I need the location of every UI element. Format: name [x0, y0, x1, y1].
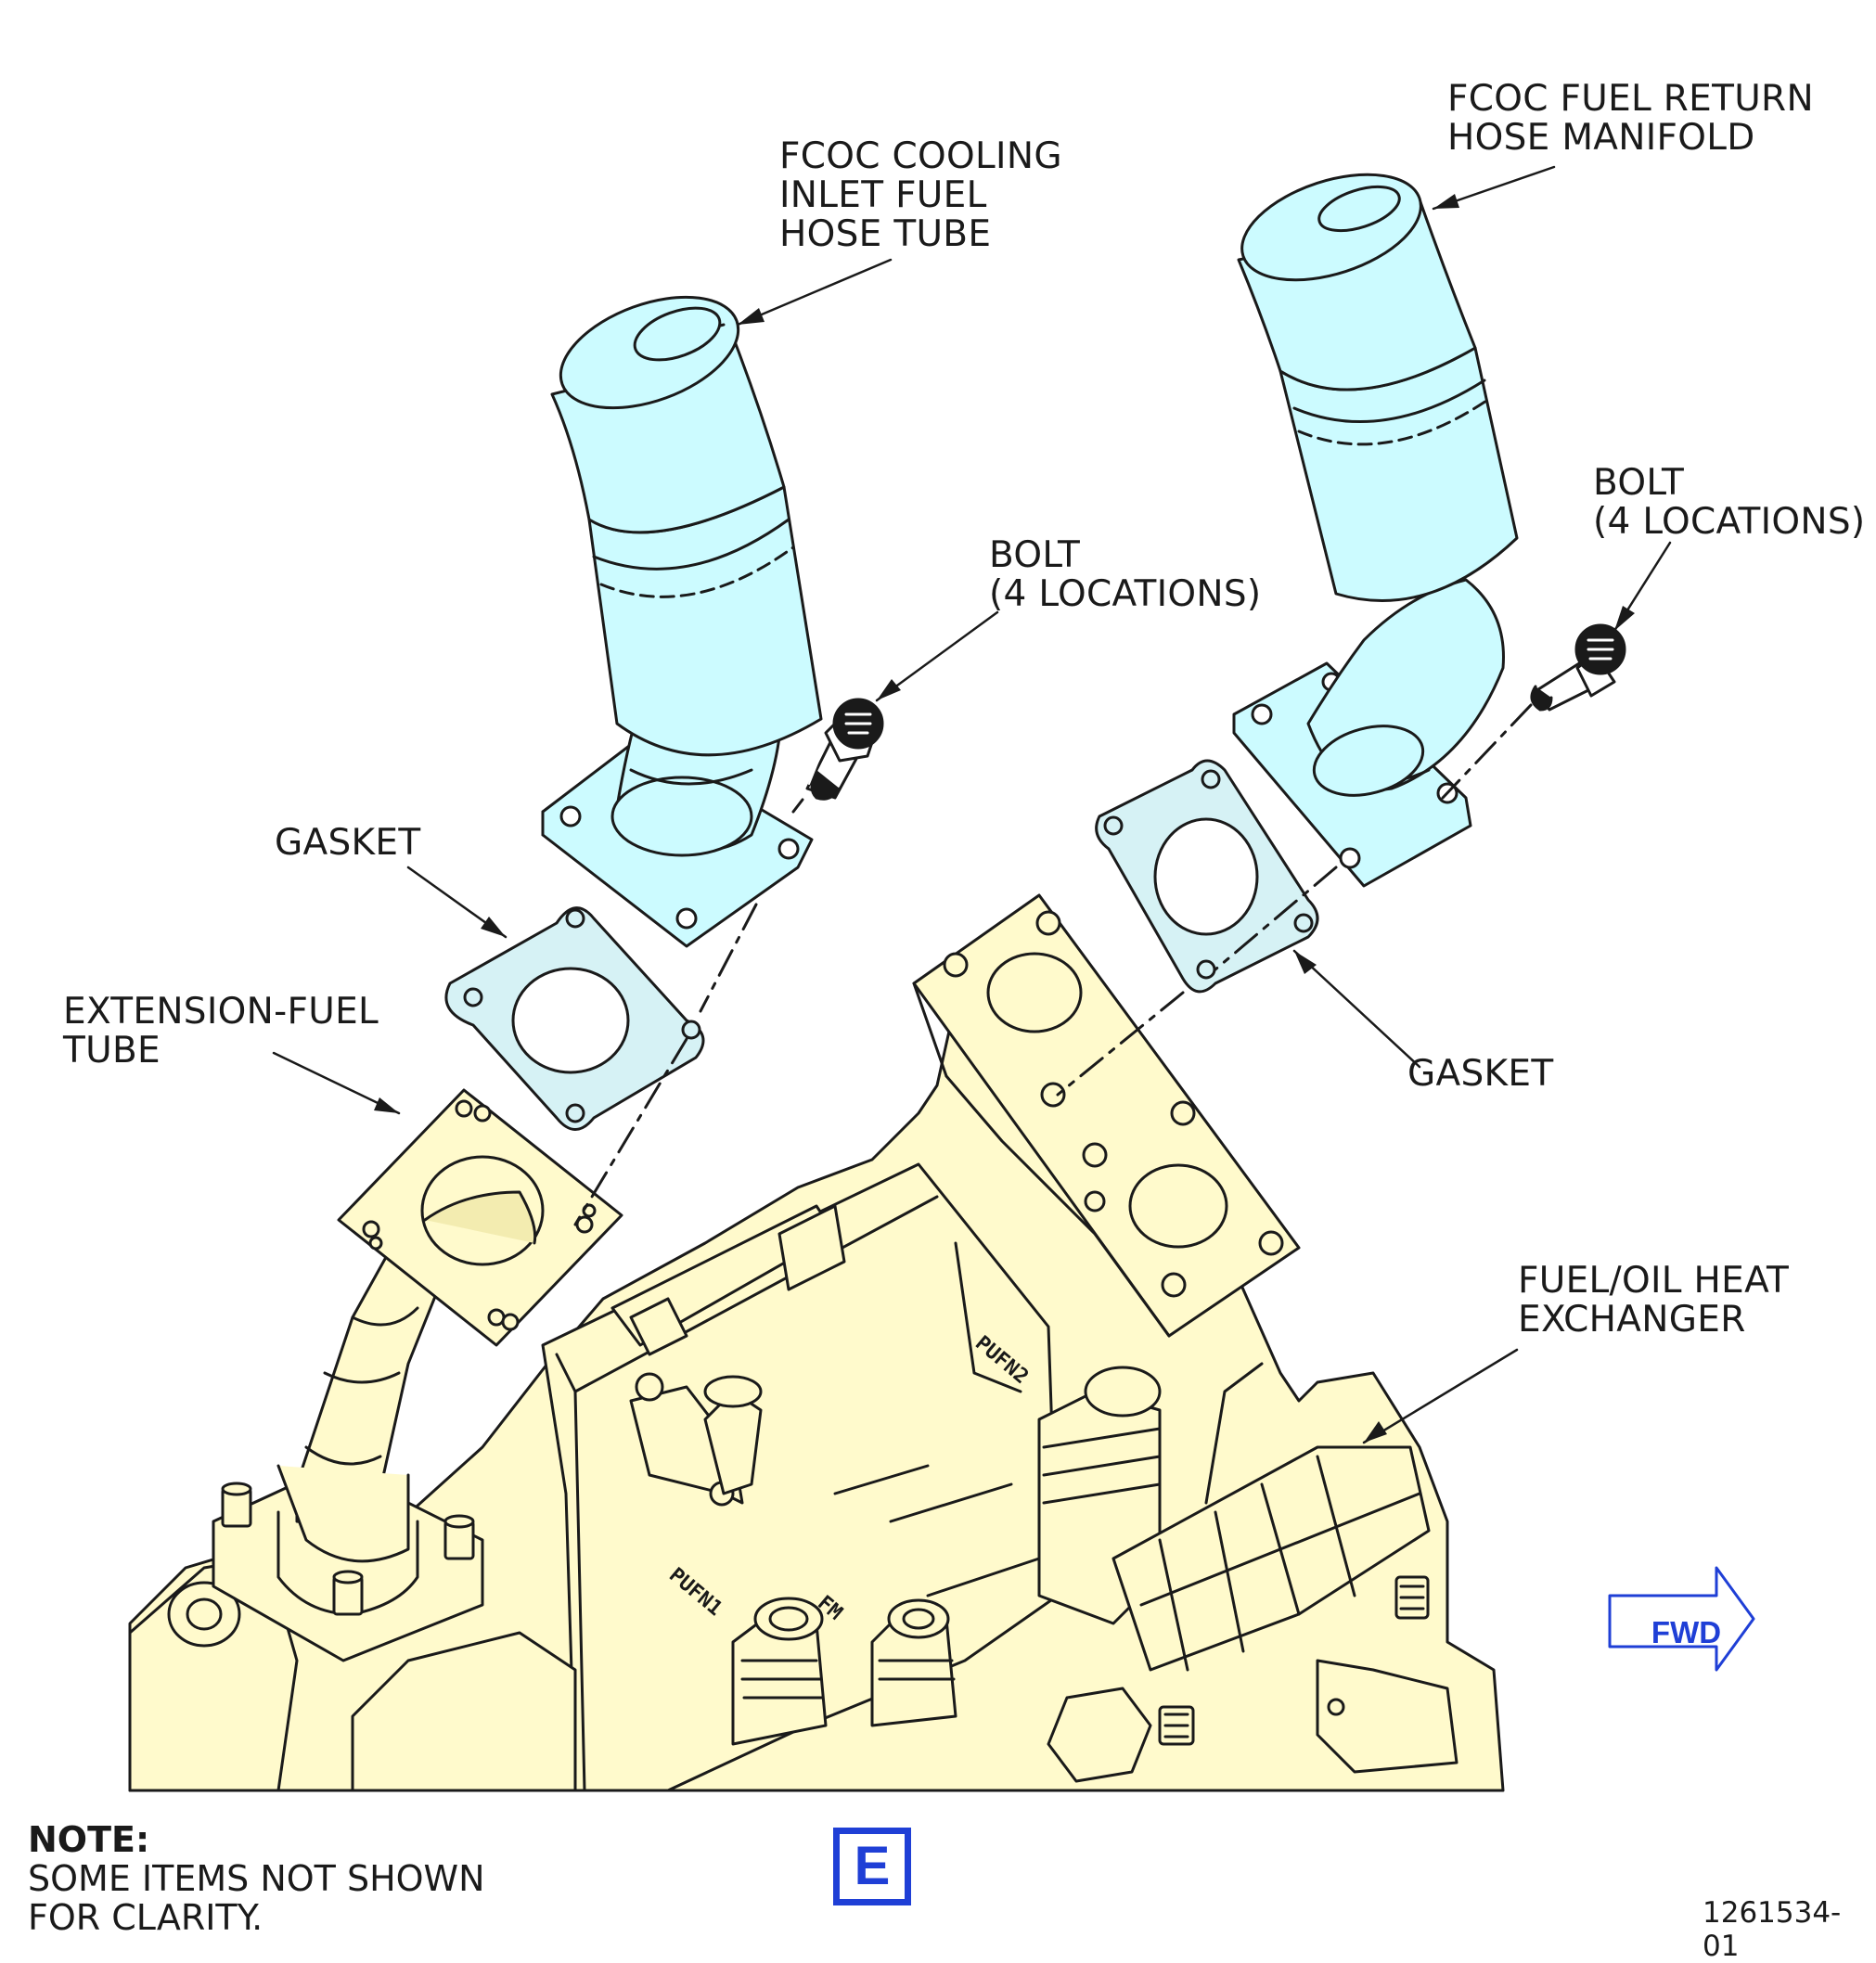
- flange-bolt-1: [221, 1482, 252, 1528]
- label-fuel-oil-heat-exchanger: FUEL/OIL HEAT EXCHANGER: [1518, 1260, 1790, 1341]
- port-left: [731, 1597, 828, 1746]
- note-heading: NOTE:: [28, 1819, 150, 1860]
- fcoc-return-hose-manifold: [1232, 173, 1519, 888]
- bolt-left: [805, 698, 884, 801]
- fitting-right: [1158, 1575, 1430, 1746]
- flange-bolt-3: [332, 1570, 364, 1616]
- fwd-label: FWD: [1651, 1615, 1722, 1649]
- leader-arrowheads: [374, 194, 1635, 1443]
- bolt-right: [1530, 623, 1626, 712]
- fwd-arrow-icon: [1608, 1566, 1755, 1672]
- heat-exchanger-flange: [912, 893, 1301, 1338]
- label-fcoc-return-hose-manifold: FCOC FUEL RETURN HOSE MANIFOLD: [1447, 78, 1814, 159]
- note-text: SOME ITEMS NOT SHOWN FOR CLARITY.: [28, 1858, 485, 1938]
- label-gasket-right: GASKET: [1407, 1053, 1554, 1095]
- port-middle: [870, 1598, 957, 1727]
- view-letter-box: [833, 1828, 911, 1905]
- flange-bolt-2: [443, 1514, 475, 1560]
- center-lines: [573, 703, 1533, 1226]
- extension-tube-flange: [337, 1088, 623, 1347]
- fcoc-inlet-hose-tube: [541, 295, 823, 948]
- view-letter: E: [854, 1836, 891, 1896]
- gasket-right: [1095, 759, 1319, 994]
- gasket-left: [444, 906, 705, 1131]
- label-extension-fuel-tube: EXTENSION-FUEL TUBE: [63, 991, 379, 1071]
- extension-fuel-tube: [276, 1088, 623, 1563]
- figure-number: 1261534-01: [1703, 1896, 1842, 1963]
- label-fcoc-inlet-hose-tube: FCOC COOLING INLET FUEL HOSE TUBE: [779, 135, 1062, 255]
- label-gasket-left: GASKET: [275, 822, 421, 864]
- label-bolt-left: BOLT (4 LOCATIONS): [989, 534, 1262, 615]
- label-bolt-right: BOLT (4 LOCATIONS): [1593, 462, 1866, 543]
